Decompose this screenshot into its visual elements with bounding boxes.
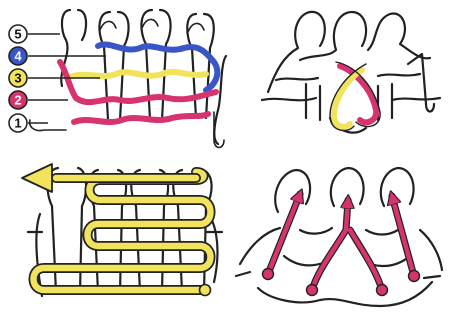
decrease-start-dot-left: [263, 269, 274, 280]
row-2-lower-strand: [74, 114, 208, 122]
direction-stitch-loops: [28, 168, 222, 296]
panel-row-sequence: 5 4 3 2 1: [9, 10, 226, 148]
marker-3-label: 3: [14, 71, 21, 86]
decrease-start-dot-center-left: [307, 285, 318, 296]
decrease-arrow-group: [263, 194, 420, 296]
panel-knitting-direction: [22, 164, 222, 296]
marker-2: 2: [9, 91, 27, 109]
row-4-strand: [98, 44, 217, 90]
direction-start-dot: [200, 285, 211, 296]
row-3-strand: [68, 72, 206, 78]
marker-5-label: 5: [14, 27, 21, 42]
marker-1-label: 1: [14, 116, 21, 131]
panel-decrease-arrows: [236, 168, 442, 306]
marker-4-label: 4: [14, 49, 22, 64]
marker-5: 5: [9, 25, 27, 43]
marker-4: 4: [9, 47, 27, 65]
decrease-arrow-center-left-fill: [312, 200, 348, 290]
direction-arrowhead: [22, 164, 52, 192]
marker-1: 1: [9, 114, 27, 132]
marker-2-label: 2: [14, 93, 21, 108]
decrease-start-dot-right: [409, 271, 420, 282]
marker-3: 3: [9, 69, 27, 87]
decrease-start-dot-center-right: [377, 285, 388, 296]
decrease-arrow-center-right-fill: [350, 230, 382, 290]
panel-crossed-stitch: [262, 12, 440, 133]
